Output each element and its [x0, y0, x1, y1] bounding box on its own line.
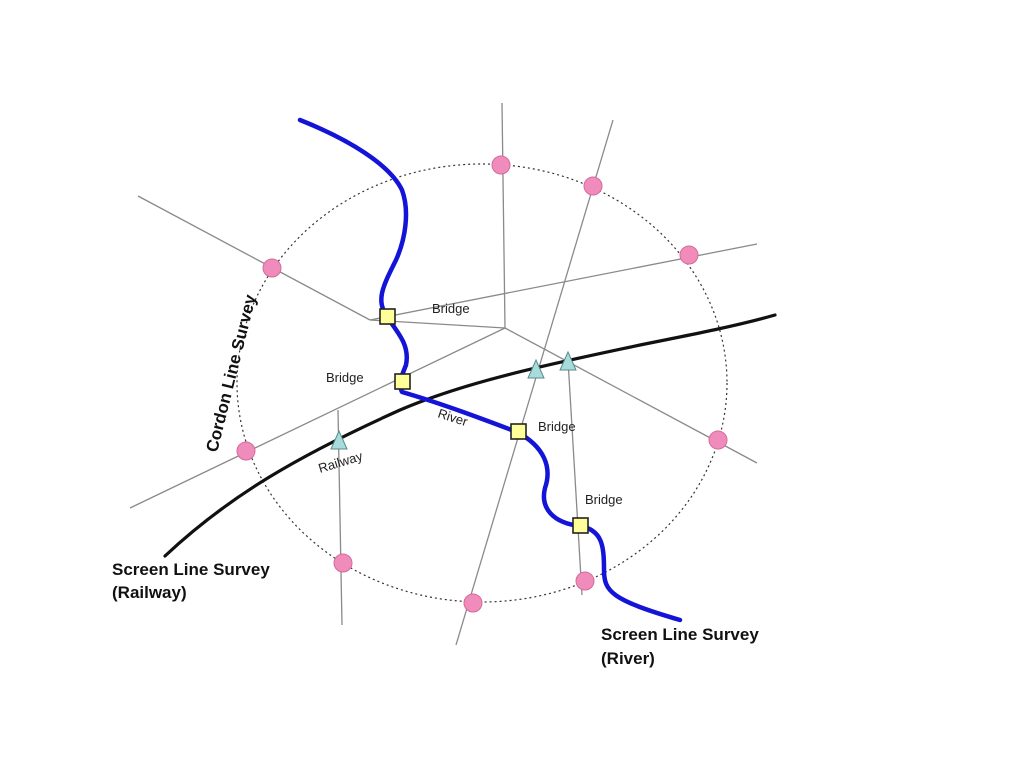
road-north — [501, 102, 506, 329]
cordon-point — [583, 176, 603, 196]
bridge-label: Bridge — [326, 370, 364, 385]
railway-crossing-marker — [559, 350, 577, 371]
railway-label: Railway — [316, 448, 364, 476]
bridge-marker — [379, 308, 396, 325]
cordon-survey-points — [236, 155, 728, 613]
bridge-label: Bridge — [432, 301, 470, 316]
railway-survey-points — [330, 350, 577, 450]
cordon-point — [463, 593, 483, 613]
cordon-point — [491, 155, 511, 175]
railway-screen-line-subtitle: (Railway) — [112, 583, 187, 602]
cordon-point — [679, 245, 699, 265]
cordon-point — [236, 441, 256, 461]
railway-crossing-marker — [330, 429, 348, 450]
cordon-line-survey-label: Cordon Line Survey — [202, 292, 260, 454]
road-diagonal-northeast — [455, 119, 614, 646]
bridge-marker — [510, 423, 527, 440]
river-line — [297, 117, 683, 623]
road-west-northwest — [137, 195, 371, 321]
railway-screen-line-title: Screen Line Survey — [112, 560, 270, 579]
cordon-point — [262, 258, 282, 278]
road-east-vertical — [567, 359, 583, 596]
river-screen-line-subtitle: (River) — [601, 649, 655, 668]
river-label: River — [436, 406, 470, 430]
cordon-point — [708, 430, 728, 450]
bridge-marker — [394, 373, 411, 390]
cordon-point — [575, 571, 595, 591]
bridge-survey-points — [379, 308, 589, 534]
bridge-label: Bridge — [538, 419, 576, 434]
river-screen-line-title: Screen Line Survey — [601, 625, 759, 644]
railway-crossing-marker — [527, 358, 545, 379]
road-southwest — [129, 327, 506, 509]
bridge-label: Bridge — [585, 492, 623, 507]
cordon-line — [236, 163, 728, 603]
railway-line — [163, 313, 777, 558]
road-northeast-bridge — [369, 243, 758, 321]
bridge-marker — [572, 517, 589, 534]
cordon-point — [333, 553, 353, 573]
road-network — [129, 102, 758, 646]
